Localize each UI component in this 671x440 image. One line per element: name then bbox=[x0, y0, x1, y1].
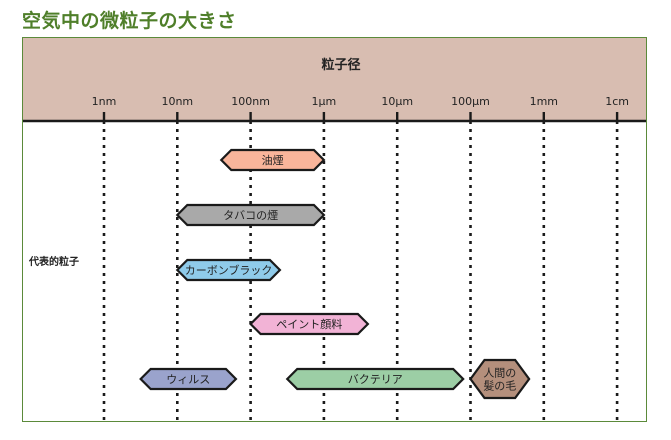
tick-label-3: 1μm bbox=[312, 95, 337, 108]
range-bar-4 bbox=[139, 367, 238, 391]
page-title: 空気中の微粒子の大きさ bbox=[22, 10, 237, 32]
range-label-6-0: 人間の bbox=[483, 367, 516, 380]
tick-label-7: 1cm bbox=[605, 95, 629, 108]
range-label-0: 油煙 bbox=[262, 153, 284, 167]
ticks-layer: 1nm 10nm 100nm 1μm 10μm 100μm 1mm 1cm bbox=[92, 95, 629, 421]
range-bar-2 bbox=[175, 258, 282, 282]
range-bar-3 bbox=[249, 312, 370, 336]
range-bar-6 bbox=[469, 358, 531, 400]
range-bar-1 bbox=[175, 203, 326, 227]
range-label-5: バクテリア bbox=[348, 373, 403, 386]
range-bar-0 bbox=[219, 148, 326, 172]
header-band bbox=[23, 38, 646, 121]
tick-label-2: 100nm bbox=[231, 95, 270, 108]
row-label: 代表的粒子 bbox=[28, 255, 79, 268]
tick-label-6: 1mm bbox=[530, 95, 558, 108]
header-title: 粒子径 bbox=[321, 57, 360, 73]
range-bar-5 bbox=[285, 367, 465, 391]
range-label-2: カーボンブラック bbox=[185, 263, 273, 277]
range-label-1: タバコの煙 bbox=[223, 209, 278, 222]
tick-label-4: 10μm bbox=[381, 95, 413, 108]
tick-label-1: 10nm bbox=[161, 95, 193, 108]
range-label-3: ペイント顔料 bbox=[276, 317, 342, 331]
tick-label-5: 100μm bbox=[451, 95, 490, 108]
range-label-6-1: 髪の毛 bbox=[483, 379, 516, 393]
particle-size-chart: 粒子径 1nm 10nm 100nm 1μm 10μm 100μm 1mm 1cm 油煙タバコ… bbox=[23, 38, 646, 421]
diagram-frame: 粒子径 1nm 10nm 100nm 1μm 10μm 100μm 1mm 1cm 油煙タバコ… bbox=[22, 37, 647, 422]
range-label-4: ウィルス bbox=[166, 373, 210, 386]
tick-label-0: 1nm bbox=[92, 95, 117, 108]
